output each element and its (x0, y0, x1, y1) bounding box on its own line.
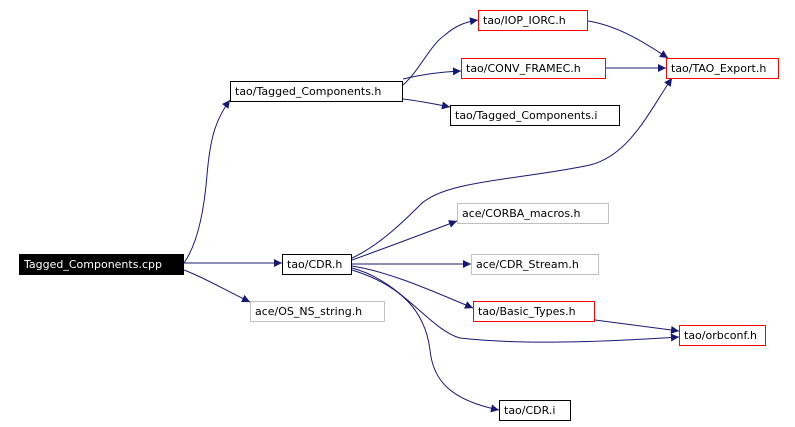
node-label: tao/Basic_Types.h (478, 305, 576, 318)
edge-cdr-h-to-corba-macros (351, 220, 458, 261)
node-label: tao/Tagged_Components.i (455, 109, 598, 122)
edge-cdr-h-to-basic-types (351, 265, 474, 309)
node-corba-macros-h[interactable]: ace/CORBA_macros.h (457, 203, 609, 224)
node-label: tao/CDR.i (504, 404, 556, 417)
node-label: tao/IOP_IORC.h (483, 14, 566, 27)
node-cdr-stream-h[interactable]: ace/CDR_Stream.h (471, 254, 599, 275)
node-label: tao/TAO_Export.h (671, 62, 767, 75)
edge-basic-types-to-orbconf (594, 319, 680, 334)
node-cdr-i[interactable]: tao/CDR.i (499, 400, 571, 421)
node-tagged-components-i[interactable]: tao/Tagged_Components.i (450, 105, 620, 126)
edge-tagged-h-to-iop-iorc-h (402, 17, 479, 86)
node-label: tao/CDR.h (287, 258, 343, 271)
edge-cpp-to-tagged-components-h (183, 99, 231, 264)
node-label: tao/CONV_FRAMEC.h (466, 62, 581, 75)
node-tagged-components-cpp[interactable]: Tagged_Components.cpp (19, 254, 184, 275)
node-tagged-components-h[interactable]: tao/Tagged_Components.h (230, 81, 403, 102)
edge-tagged-h-to-conv-framec-h (402, 67, 462, 80)
node-iop-iorc-h[interactable]: tao/IOP_IORC.h (478, 10, 588, 31)
node-label: ace/CDR_Stream.h (476, 258, 579, 271)
edge-cdr-h-to-cdr-i (351, 269, 500, 413)
node-label: tao/orbconf.h (684, 329, 758, 342)
edge-cpp-to-os-ns-string-h (183, 269, 251, 303)
edge-cdr-h-to-tao-export (351, 77, 673, 259)
node-label: ace/CORBA_macros.h (462, 207, 581, 220)
node-basic-types-h[interactable]: tao/Basic_Types.h (473, 301, 595, 322)
node-orbconf-h[interactable]: tao/orbconf.h (679, 325, 766, 346)
node-tao-export-h[interactable]: tao/TAO_Export.h (666, 58, 779, 79)
edge-tagged-h-to-tagged-i (402, 98, 451, 110)
node-cdr-h[interactable]: tao/CDR.h (282, 254, 352, 275)
node-label: Tagged_Components.cpp (24, 258, 162, 271)
node-label: tao/Tagged_Components.h (235, 85, 382, 98)
edge-iop-iorc-to-tao-export (587, 20, 669, 59)
node-conv-framec-h[interactable]: tao/CONV_FRAMEC.h (461, 58, 606, 79)
node-os-ns-string-h[interactable]: ace/OS_NS_string.h (250, 301, 385, 322)
node-label: ace/OS_NS_string.h (255, 305, 363, 318)
